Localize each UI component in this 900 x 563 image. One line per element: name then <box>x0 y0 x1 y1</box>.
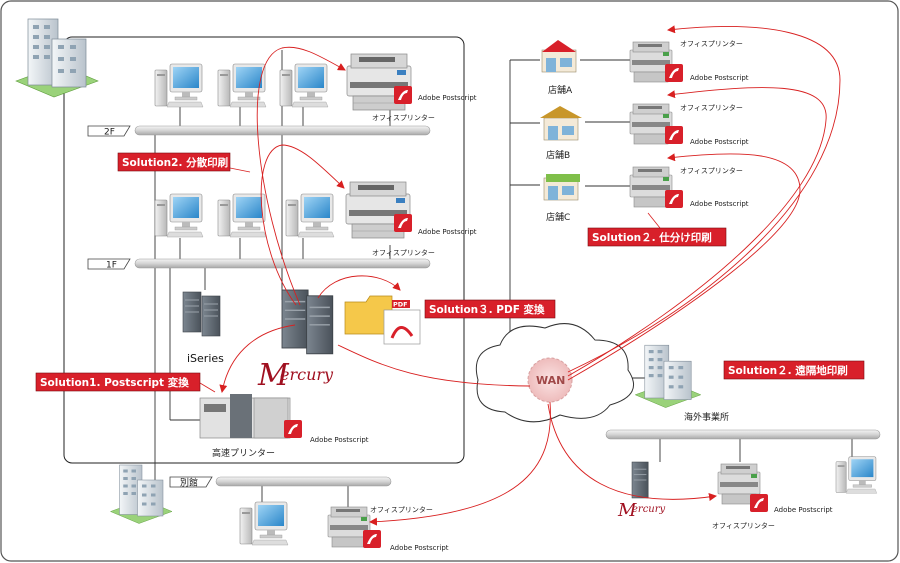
pc-icon <box>154 193 204 238</box>
solution-label: Solution2. 分散印刷 <box>122 156 228 169</box>
store-label: 店舗B <box>546 149 570 161</box>
iseries-server: iSeries <box>182 291 224 365</box>
office-printer-1f: Adobe Postscript オフィスプリンター <box>345 181 477 257</box>
server-icon <box>631 461 649 499</box>
solution-callout-sorting: Solution２. 仕分け印刷 <box>587 212 727 247</box>
solution-label: Solution３. PDF 変換 <box>429 303 545 316</box>
solution-callout-remote: Solution２. 遠隔地印刷 <box>723 360 865 380</box>
adobe-postscript-icon <box>665 190 683 208</box>
wan-cloud: WAN <box>475 323 634 423</box>
adobe-postscript-icon <box>284 420 302 438</box>
printer-label: オフィスプリンター <box>372 248 435 257</box>
floor-label-1f: 1F <box>106 261 117 271</box>
floor-label-annex: 別館 <box>180 477 198 489</box>
adobe-label: Adobe Postscript <box>690 138 749 146</box>
adobe-label: Adobe Postscript <box>390 544 449 552</box>
server-icon <box>201 295 221 337</box>
printer-label: オフィスプリンター <box>370 505 433 514</box>
adobe-postscript-icon <box>665 64 683 82</box>
office-printer-store-a: Adobe Postscript オフィスプリンター <box>629 39 749 83</box>
solution-callout-postscript: Solution1. Postscript 変換 <box>35 372 216 393</box>
printer-label: オフィスプリンター <box>680 39 743 48</box>
adobe-postscript-icon <box>750 494 768 512</box>
solution-label: Solution２. 仕分け印刷 <box>592 231 712 244</box>
office-printer-overseas: Adobe Postscript オフィスプリンター <box>712 463 833 530</box>
adobe-postscript-icon <box>665 126 683 144</box>
adobe-postscript-icon <box>394 214 412 232</box>
adobe-label: Adobe Postscript <box>774 506 833 514</box>
folder-icon <box>344 295 393 335</box>
pc-icon <box>279 63 329 108</box>
pc-icon <box>154 63 204 108</box>
headquarters-boundary <box>63 36 465 464</box>
store-label: 店舗A <box>548 84 573 96</box>
annex-building-icon <box>110 464 173 524</box>
pc-icon <box>217 63 267 108</box>
adobe-label: Adobe Postscript <box>690 200 749 208</box>
floor-1f-network: 1F <box>87 258 431 271</box>
store-a: 店舗A <box>541 40 577 96</box>
print-flow-arrows <box>219 25 841 526</box>
solution-callout-pdf: Solution３. PDF 変換 <box>424 299 556 319</box>
highspeed-printer: Adobe Postscript 高速プリンター <box>199 394 369 459</box>
pc-icon <box>217 193 267 238</box>
pc-icon <box>835 456 878 494</box>
store-icon <box>541 49 577 73</box>
mercury-logo-initial: M <box>257 358 290 393</box>
adobe-label: Adobe Postscript <box>418 94 477 102</box>
solution-label: Solution1. Postscript 変換 <box>40 376 189 389</box>
iseries-label: iSeries <box>187 352 224 365</box>
mercury-server: M ercury <box>257 289 334 393</box>
server-icon <box>182 291 202 333</box>
printer-label: オフィスプリンター <box>712 521 775 530</box>
store-b: 店舗B <box>540 106 582 161</box>
adobe-label: Adobe Postscript <box>418 228 477 236</box>
overseas-network <box>605 429 881 440</box>
office-printer-2f: Adobe Postscript オフィスプリンター <box>346 53 477 122</box>
adobe-label: Adobe Postscript <box>310 436 369 444</box>
floor-label-2f: 2F <box>104 128 115 138</box>
overseas-office-label: 海外事業所 <box>684 411 729 423</box>
wan-label: WAN <box>536 374 565 387</box>
pc-icon <box>239 501 289 546</box>
pdf-conversion: PDF <box>344 295 421 345</box>
headquarters-building-icon <box>15 18 99 98</box>
office-printer-store-c: Adobe Postscript オフィスプリンター <box>629 166 749 208</box>
mercury-logo: ercury <box>632 504 666 515</box>
pc-icon <box>285 193 335 238</box>
mercury-logo-initial: M <box>617 500 637 521</box>
floor-2f-network: 2F <box>87 125 431 138</box>
office-printer-annex: Adobe Postscript オフィスプリンター <box>327 505 449 552</box>
solution-callout-distributed: Solution2. 分散印刷 <box>117 152 251 173</box>
adobe-postscript-icon <box>363 530 381 548</box>
annex-network: 別館 <box>169 477 392 489</box>
printer-label: 高速プリンター <box>212 447 275 459</box>
store-c: 店舗C <box>543 174 580 223</box>
printer-label: オフィスプリンター <box>372 113 435 122</box>
adobe-label: Adobe Postscript <box>690 74 749 82</box>
server-icon <box>305 295 334 355</box>
store-label: 店舗C <box>546 211 570 223</box>
printer-label: オフィスプリンター <box>680 166 743 175</box>
overseas-building-icon <box>634 344 702 409</box>
overseas-mercury-server: M ercury <box>617 461 666 521</box>
store-icon <box>543 117 579 141</box>
adobe-postscript-icon <box>394 86 412 104</box>
solution-label: Solution２. 遠隔地印刷 <box>728 364 848 377</box>
pdf-badge: PDF <box>393 301 408 309</box>
office-printer-store-b: Adobe Postscript オフィスプリンター <box>629 103 749 146</box>
server-icon <box>281 289 309 349</box>
printer-label: オフィスプリンター <box>680 103 743 112</box>
mercury-logo: ercury <box>280 365 334 384</box>
